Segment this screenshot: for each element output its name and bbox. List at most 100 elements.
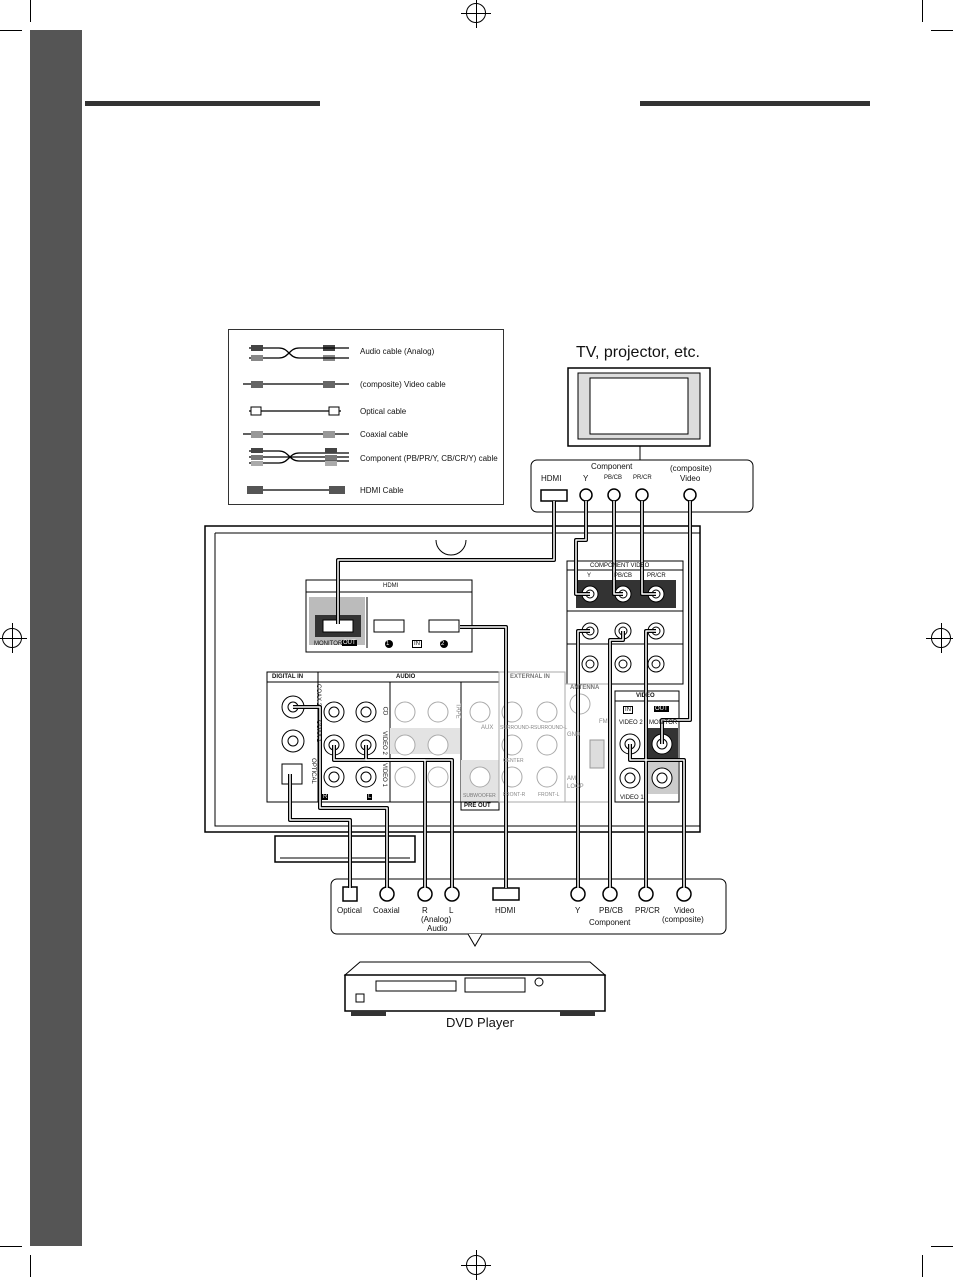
crop-mark [30, 1255, 31, 1277]
receiver-video1-jack-label: VIDEO 1 [620, 795, 644, 801]
receiver-monitor-out-label: MONITOR [314, 641, 343, 647]
tv-title: TV, projector, etc. [576, 344, 700, 361]
receiver-center-label: CENTER [503, 758, 524, 764]
registration-mark-icon [461, 1250, 491, 1280]
legend-row-hdmi: HDMI Cable [229, 482, 503, 504]
tv-video-label: Video [680, 474, 701, 483]
registration-mark-icon [461, 0, 491, 28]
header-rule-left [85, 101, 320, 106]
hdmi-cable-icon [247, 486, 345, 494]
header-rule-right [640, 101, 870, 106]
receiver-surround-r-label: SURROUND-R [500, 725, 535, 731]
receiver-audio-section [266, 671, 500, 811]
registration-mark-icon [0, 623, 27, 653]
receiver-hdmi-in-label: IN [412, 640, 422, 648]
receiver-subwoofer-label: SUBWOOFER [463, 793, 496, 799]
receiver-aux-label: AUX [481, 725, 494, 731]
dvd-component-label: Component [589, 918, 631, 927]
crop-mark [922, 1255, 923, 1277]
receiver-cd-label: CD [381, 706, 388, 716]
receiver-am-label: AM [567, 776, 576, 782]
tv-icon [567, 367, 711, 460]
dvd-pb-label: PB/CB [599, 906, 624, 915]
cable-legend: Audio cable (Analog) (composite) Video c… [228, 329, 504, 505]
receiver-audio-l-label: L [367, 794, 373, 800]
receiver-gnd-label: GND [567, 732, 581, 738]
legend-coaxial-label: Coaxial cable [360, 430, 409, 439]
receiver-video2-jack-label: VIDEO 2 [619, 720, 643, 726]
receiver-comp-pr-label: PR/CR [647, 573, 666, 579]
coaxial-cable-icon [243, 431, 349, 438]
audio-cable-icon [249, 345, 349, 361]
receiver-antenna-header: ANTENNA [570, 685, 600, 691]
receiver-comp-y-label: Y [587, 573, 592, 579]
crop-mark [931, 1246, 953, 1247]
receiver-out-badge: OUT [342, 640, 357, 646]
receiver-component-section [566, 560, 684, 685]
receiver-antenna-section [564, 683, 612, 803]
legend-row-optical: Optical cable [229, 403, 503, 425]
receiver-coax2-label: COAX 2 [315, 683, 322, 707]
legend-video-label: (composite) Video cable [360, 380, 446, 389]
crop-mark [931, 30, 953, 31]
receiver-external-in-section [498, 671, 566, 803]
legend-hdmi-label: HDMI Cable [360, 486, 404, 495]
receiver-optical-label: OPTICAL [309, 758, 316, 784]
tv-input-panel [530, 459, 754, 513]
dvd-output-panel [330, 878, 727, 947]
dvd-y-label: Y [575, 906, 581, 915]
dvd-player-icon [343, 961, 607, 1016]
receiver-surround-l-label: SURROUND-L [534, 725, 568, 731]
dvd-audio-label: Audio [427, 924, 448, 933]
receiver-hdmi-in-1: 1 [386, 641, 390, 647]
receiver-video1-label: VIDEO 1 [380, 763, 387, 787]
receiver-front-r-label: FRONT-R [503, 792, 526, 798]
side-tab-bar [30, 30, 82, 1246]
receiver-coax1-label: COAX 1 [315, 719, 322, 743]
dvd-l-label: L [449, 906, 454, 915]
video-cable-icon [243, 381, 349, 388]
receiver-audio-header: AUDIO [396, 674, 416, 680]
registration-mark-icon [926, 623, 953, 653]
tv-composite-label: (composite) [670, 464, 712, 473]
receiver-video-in-badge: IN [623, 706, 633, 714]
crop-mark [0, 30, 22, 31]
dvd-composite-label: (composite) [662, 915, 704, 924]
receiver-hdmi-header: HDMI [383, 583, 399, 589]
crop-mark [30, 0, 31, 22]
receiver-front-l-label: FRONT-L [538, 792, 560, 798]
receiver-video2-label: VIDEO 2 [380, 731, 387, 755]
tv-pr-label: PR/CR [633, 475, 652, 481]
crop-mark [0, 1246, 22, 1247]
tv-pb-label: PB/CB [604, 475, 623, 481]
legend-row-audio: Audio cable (Analog) [229, 343, 503, 365]
tv-y-label: Y [583, 474, 589, 483]
receiver-video-out-badge: OUT [654, 706, 669, 712]
receiver-loop-label: LOOP [567, 784, 584, 790]
dvd-title: DVD Player [446, 1015, 514, 1030]
component-cable-icon [249, 448, 349, 466]
legend-audio-label: Audio cable (Analog) [360, 347, 435, 356]
dvd-analog-label: (Analog) [421, 915, 452, 924]
receiver-tape-label: TAPE [454, 703, 461, 719]
legend-row-coaxial: Coaxial cable [229, 426, 503, 448]
receiver-fm-label: FM [599, 719, 608, 725]
cable-highlights [289, 501, 691, 888]
receiver-video-header: VIDEO [636, 693, 655, 699]
optical-cable-icon [249, 406, 341, 416]
receiver-component-video-header: COMPONENT VIDEO [590, 563, 650, 569]
receiver-external-in-header: EXTERNAL IN [510, 674, 550, 680]
dvd-hdmi-label: HDMI [495, 906, 516, 915]
receiver-audio-r-label: R [322, 794, 329, 800]
receiver-digital-in-header: DIGITAL IN [272, 674, 304, 680]
legend-row-component: Component (PB/PR/Y, CB/CR/Y) cable [229, 448, 503, 472]
tv-component-label: Component [591, 462, 633, 471]
legend-component-label: Component (PB/PR/Y, CB/CR/Y) cable [360, 454, 498, 463]
receiver-hdmi-in-2: 2 [441, 641, 445, 647]
dvd-video-label: Video [674, 906, 695, 915]
receiver-hdmi-section [305, 579, 473, 653]
receiver-monitor-label: MONITOR [649, 720, 678, 726]
dvd-r-label: R [422, 906, 428, 915]
dvd-pr-label: PR/CR [635, 906, 660, 915]
